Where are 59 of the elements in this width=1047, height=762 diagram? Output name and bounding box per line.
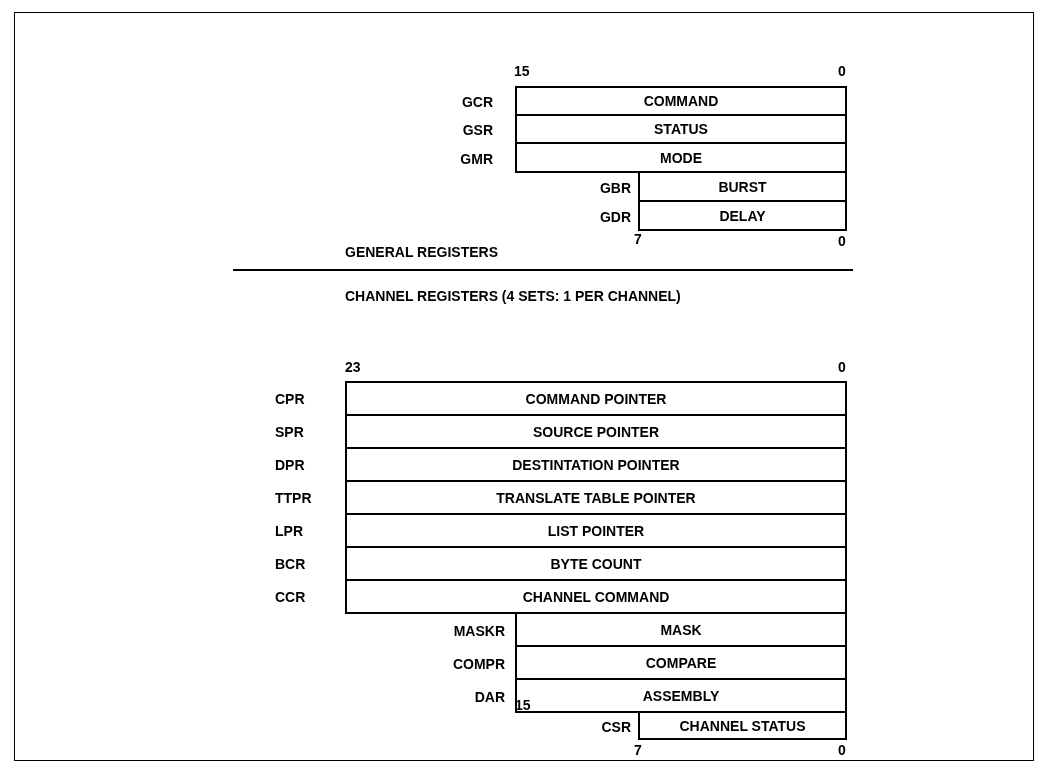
register-box: [515, 678, 847, 713]
register-field-name: TRANSLATE TABLE POINTER: [496, 490, 696, 505]
register-box: [638, 171, 847, 202]
register-field-name: BYTE COUNT: [550, 556, 642, 571]
register-box: [638, 200, 847, 231]
register-field-name: COMMAND POINTER: [525, 391, 667, 406]
register-field-name: STATUS: [654, 122, 708, 136]
register-name: CPR: [275, 391, 305, 406]
register-box: [345, 579, 847, 614]
register-box: [638, 711, 847, 740]
register-name: SPR: [275, 424, 304, 439]
register-field-name: LIST POINTER: [547, 523, 645, 538]
register-name: COMPR: [452, 656, 505, 671]
register-name: GCR: [461, 95, 493, 109]
register-field-name: CHANNEL COMMAND: [522, 589, 670, 604]
register-name: BCR: [275, 556, 306, 571]
register-field-name: COMMAND: [643, 94, 719, 108]
register-box: [345, 447, 847, 482]
register-name: CSR: [601, 719, 631, 734]
register-name: MASKR: [453, 623, 505, 638]
register-box: [345, 414, 847, 449]
register-field-name: BURST: [718, 179, 767, 194]
register-field-name: DESTINTATION POINTER: [512, 457, 680, 472]
register-field-name: SOURCE POINTER: [533, 424, 659, 439]
bit-label: 15: [514, 64, 530, 78]
bit-label: 0: [838, 360, 846, 374]
register-field-name: CHANNEL STATUS: [679, 718, 806, 733]
bit-label: 0: [838, 743, 846, 757]
register-box: [515, 114, 847, 144]
bit-label: 23: [345, 360, 361, 374]
bit-label: 15: [515, 698, 531, 712]
register-box: [345, 513, 847, 548]
register-name: GMR: [460, 151, 493, 166]
bit-label: 7: [634, 232, 642, 246]
register-box: [515, 612, 847, 647]
bit-label: CHANNEL REGISTERS (4 SETS: 1 PER CHANNEL): [345, 289, 681, 303]
register-field-name: MASK: [660, 622, 702, 637]
bit-label: 7: [634, 743, 642, 757]
register-name: LPR: [275, 523, 303, 538]
register-field-name: MODE: [660, 150, 702, 165]
register-box: [345, 480, 847, 515]
bit-label: GENERAL REGISTERS: [345, 245, 498, 259]
register-name: CCR: [275, 589, 306, 604]
register-name: GDR: [599, 209, 631, 224]
register-name: TTPR: [275, 490, 312, 505]
register-box: [515, 645, 847, 680]
register-field-name: DELAY: [719, 208, 766, 223]
bit-label: 0: [838, 234, 846, 248]
register-name: GBR: [599, 180, 631, 195]
register-name: DPR: [275, 457, 305, 472]
bit-label: 0: [838, 64, 846, 78]
register-field-name: COMPARE: [645, 655, 717, 670]
register-name: DAR: [474, 689, 505, 704]
register-field-name: ASSEMBLY: [642, 688, 720, 703]
register-box: [345, 381, 847, 416]
register-name: GSR: [462, 123, 493, 137]
register-box: [515, 142, 847, 173]
register-box: [515, 86, 847, 116]
register-box: [345, 546, 847, 581]
